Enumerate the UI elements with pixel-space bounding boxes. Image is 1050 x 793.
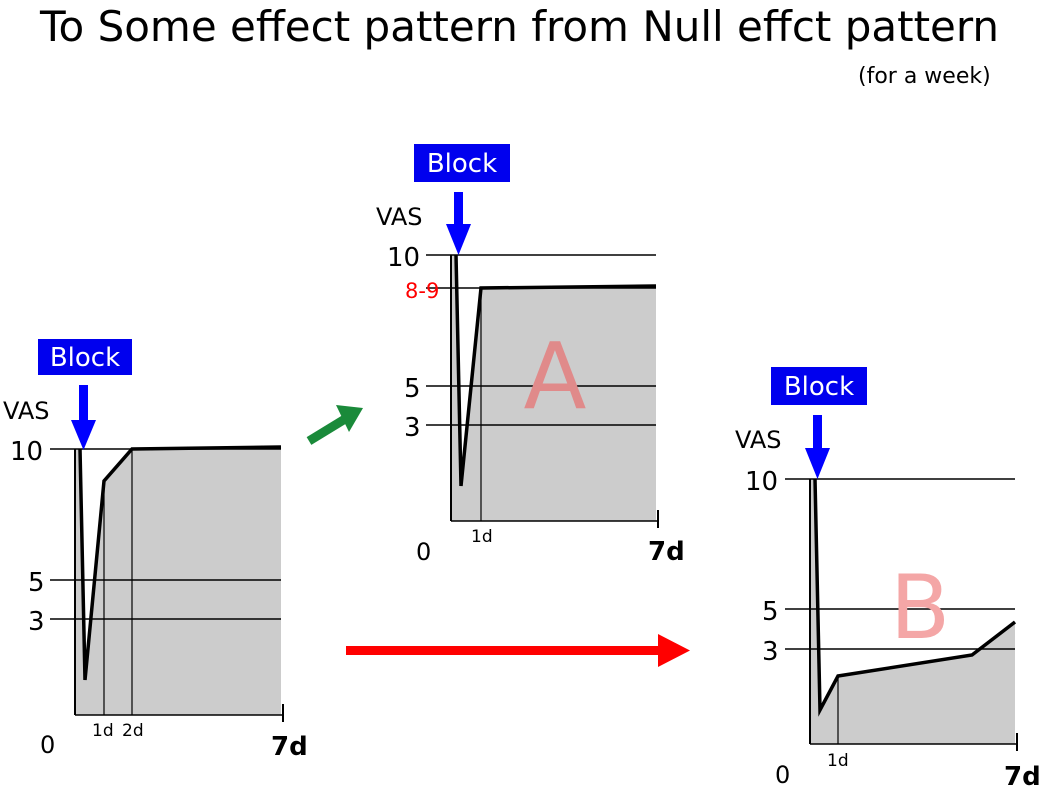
x-end-label: 7d xyxy=(1004,762,1041,792)
vas-area-fill xyxy=(75,447,281,715)
vas-area-fill xyxy=(451,255,656,521)
x-end-label: 7d xyxy=(648,537,685,567)
vas-curve xyxy=(454,254,657,487)
panel-letter: A xyxy=(524,323,587,430)
x-tick-2d-label: 2d xyxy=(122,721,144,741)
panel-B: B Block VAS 10 5 3 0 1d 7d xyxy=(735,367,1041,792)
y-label-10: 10 xyxy=(387,243,420,273)
y-label-3: 3 xyxy=(762,637,779,667)
diagram-subtitle: (for a week) xyxy=(858,64,991,89)
block-label-box xyxy=(38,339,132,375)
block-down-arrow xyxy=(805,415,830,479)
block-down-arrow xyxy=(446,192,471,255)
vas-label: VAS xyxy=(735,426,782,454)
y-label-10: 10 xyxy=(745,467,778,497)
y-label-8-9: 8-9 xyxy=(405,279,439,303)
x-end-label: 7d xyxy=(271,732,308,762)
vas-area-fill xyxy=(810,479,1015,744)
x-tick-1d-label: 1d xyxy=(827,751,849,771)
y-label-5: 5 xyxy=(762,597,779,627)
panel-letter: B xyxy=(890,556,950,659)
vas-curve xyxy=(78,445,282,681)
x-origin-label: 0 xyxy=(775,761,790,789)
block-label-box xyxy=(414,144,510,182)
x-origin-label: 0 xyxy=(40,731,55,759)
panel-A: A Block VAS 10 8-9 5 3 0 1d 7d xyxy=(376,144,685,567)
y-label-3: 3 xyxy=(404,413,421,443)
panel-null-effect: Block VAS 10 5 3 0 1d 2d 7d xyxy=(3,339,308,762)
y-label-10: 10 xyxy=(10,437,43,467)
block-label: Block xyxy=(784,372,854,402)
y-label-3: 3 xyxy=(28,607,45,637)
red-arrow xyxy=(346,634,690,667)
block-label-box xyxy=(771,367,867,405)
vas-label: VAS xyxy=(3,397,50,425)
green-arrow xyxy=(306,405,363,445)
x-tick-1d-label: 1d xyxy=(92,721,114,741)
y-label-5: 5 xyxy=(28,568,45,598)
vas-curve xyxy=(813,478,1017,717)
block-down-arrow xyxy=(71,385,96,450)
diagram-title: To Some effect pattern from Null effct p… xyxy=(40,2,1000,51)
y-label-5: 5 xyxy=(404,374,421,404)
block-label: Block xyxy=(50,343,120,373)
vas-label: VAS xyxy=(376,203,423,231)
block-label: Block xyxy=(427,149,497,179)
x-origin-label: 0 xyxy=(416,538,431,566)
x-tick-1d-label: 1d xyxy=(471,527,493,547)
